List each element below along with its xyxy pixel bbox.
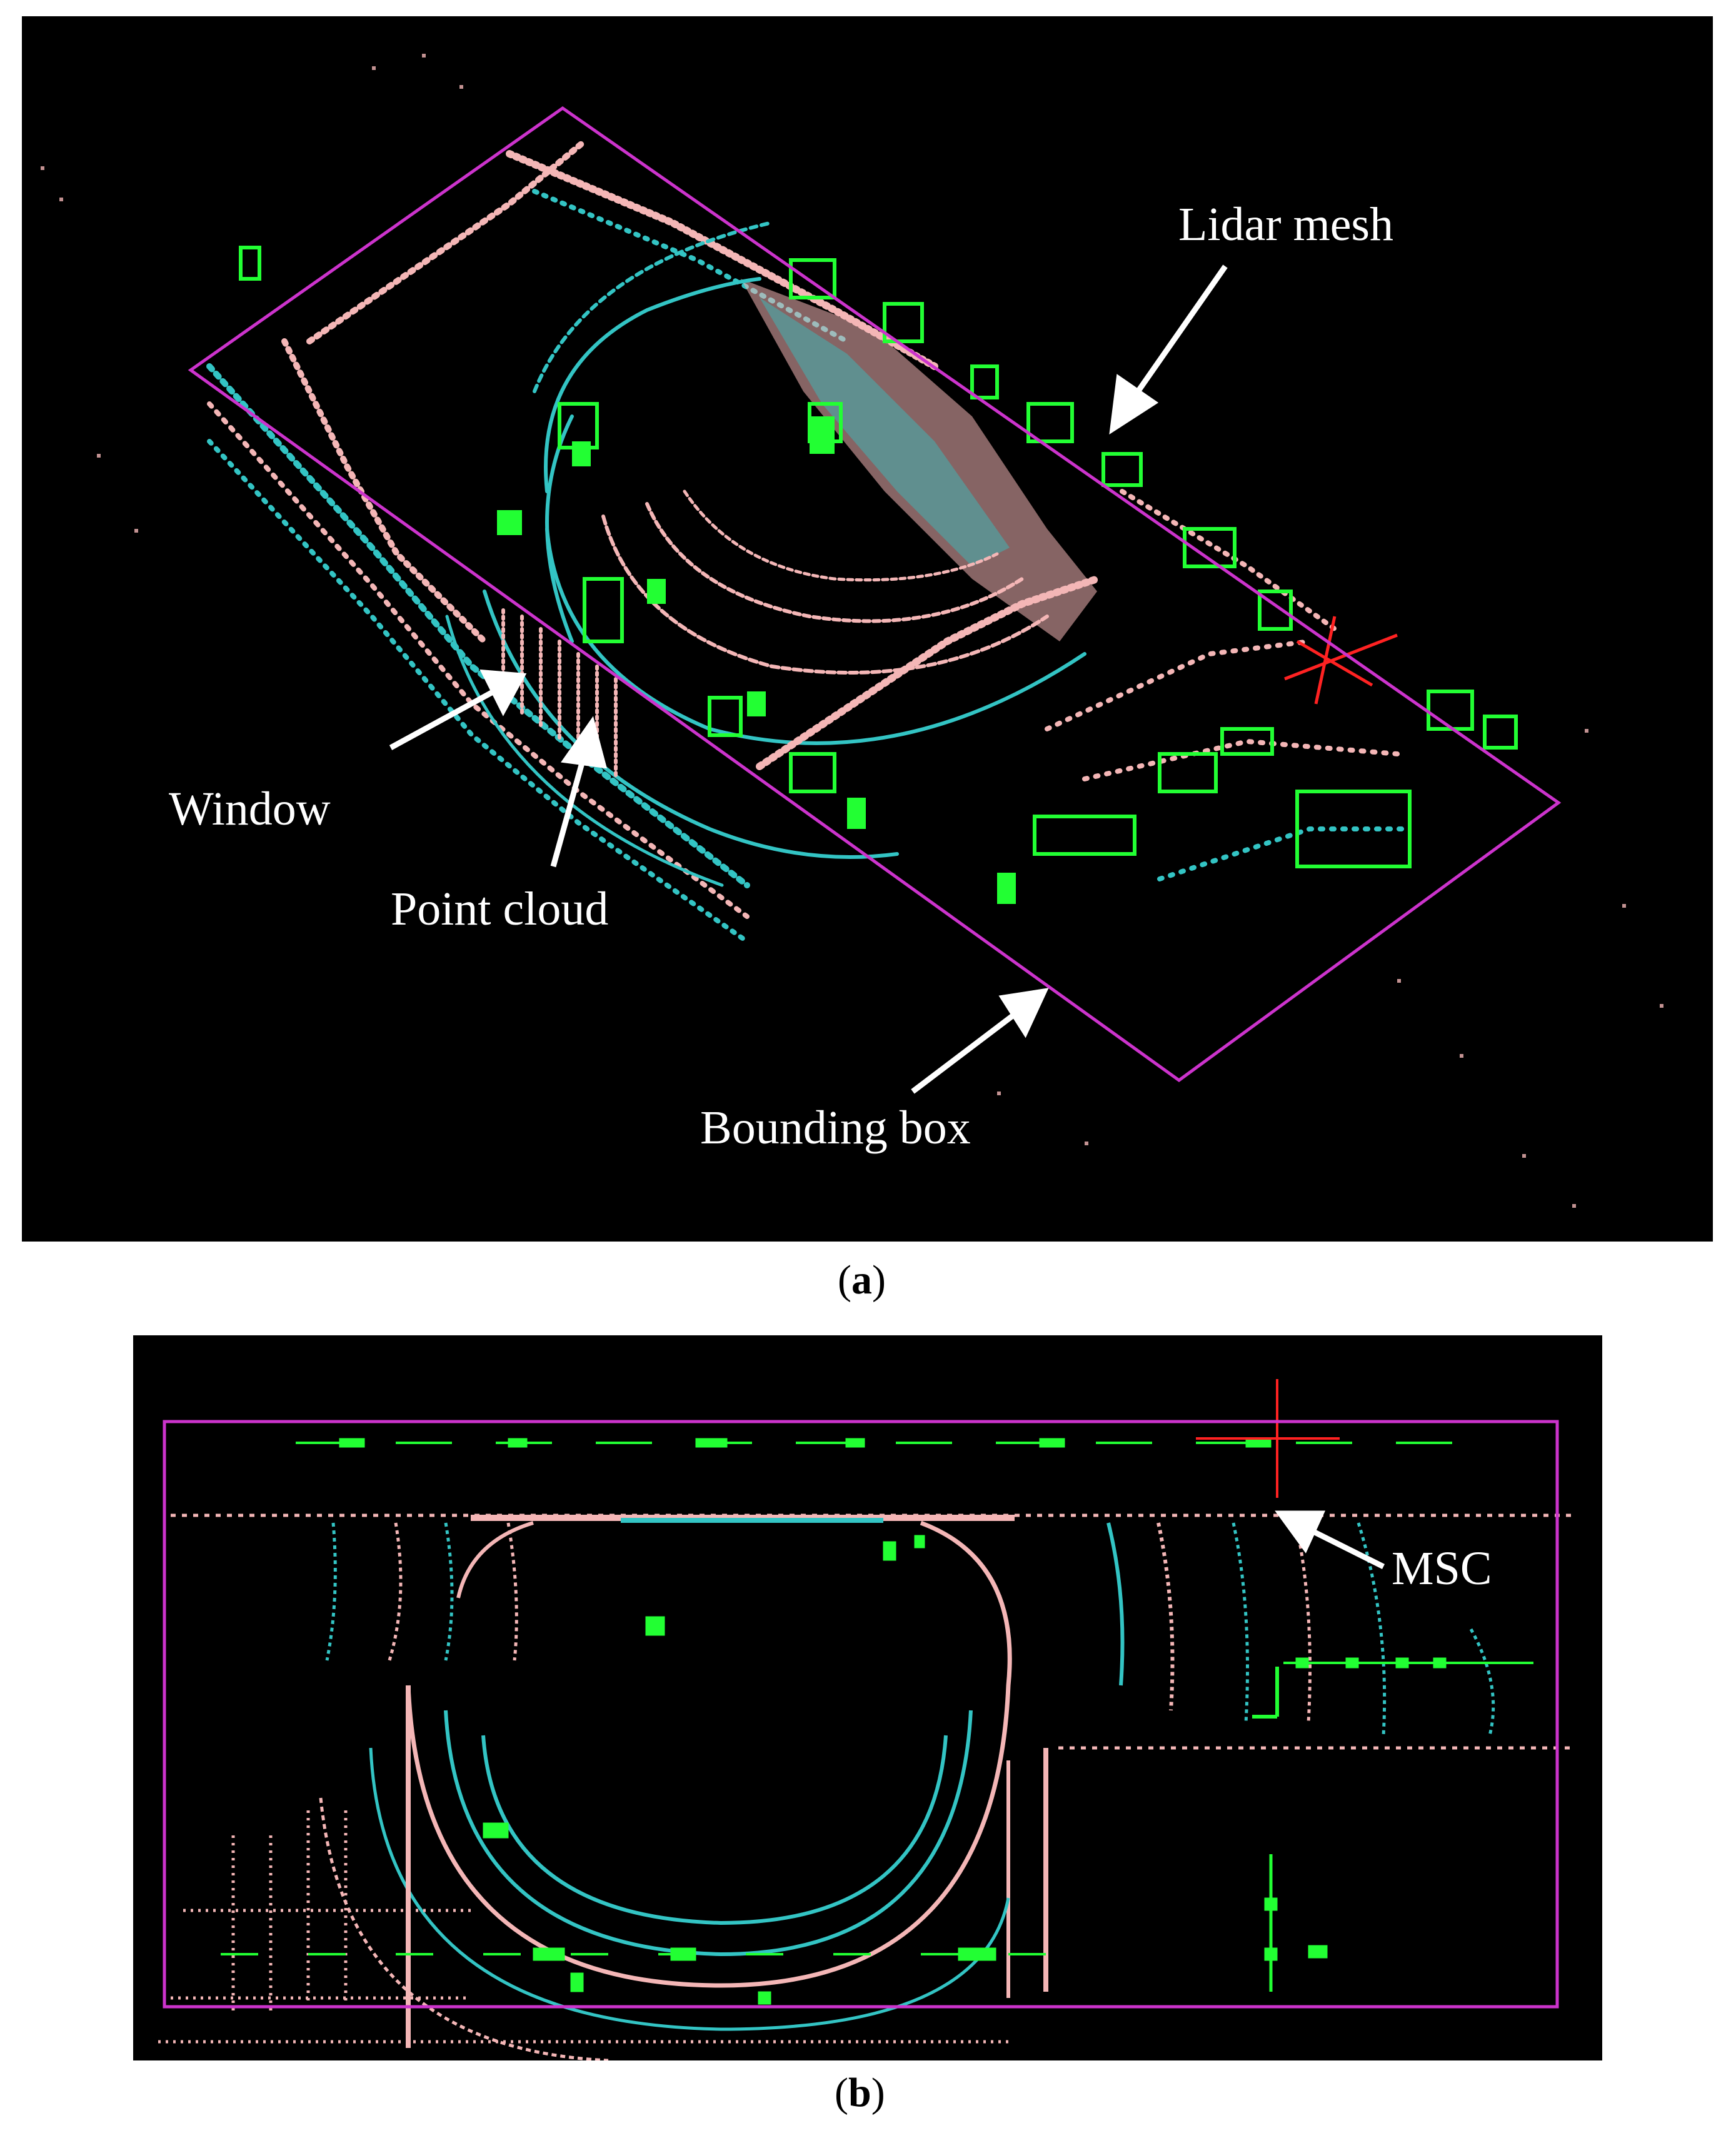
msc-marker-top: [1196, 1379, 1340, 1498]
label-bounding-box: Bounding box: [700, 1102, 971, 1154]
label-point-cloud: Point cloud: [391, 883, 609, 935]
point-cloud: [206, 138, 1412, 944]
msc-marker: [1284, 616, 1398, 705]
label-msc: MSC: [1392, 1542, 1492, 1595]
panel-b-scene: [158, 1379, 1571, 2060]
bounding-box-top: [163, 1420, 1559, 2009]
panel-a-scene: [41, 54, 1663, 1208]
msc-arrow: [1275, 1510, 1385, 1570]
caption-a: (a): [838, 1257, 886, 1303]
noise-points: [41, 54, 1663, 1208]
panel-a-point-cloud-view: Lidar mesh Window Point cloud Bounding b…: [22, 16, 1713, 1242]
label-window: Window: [169, 783, 331, 835]
caption-b-letter: b: [848, 2070, 871, 2115]
label-lidar-mesh: Lidar mesh: [1178, 198, 1394, 251]
caption-b: (b): [835, 2070, 885, 2115]
point-cloud-top: [158, 1513, 1571, 2060]
annotation-arrows: [389, 264, 1228, 1094]
lidar-mesh-markers-top: [221, 1438, 1533, 2005]
bounding-box: [188, 106, 1562, 1083]
panel-b-top-view: MSC: [133, 1335, 1602, 2060]
caption-a-letter: a: [851, 1257, 872, 1303]
